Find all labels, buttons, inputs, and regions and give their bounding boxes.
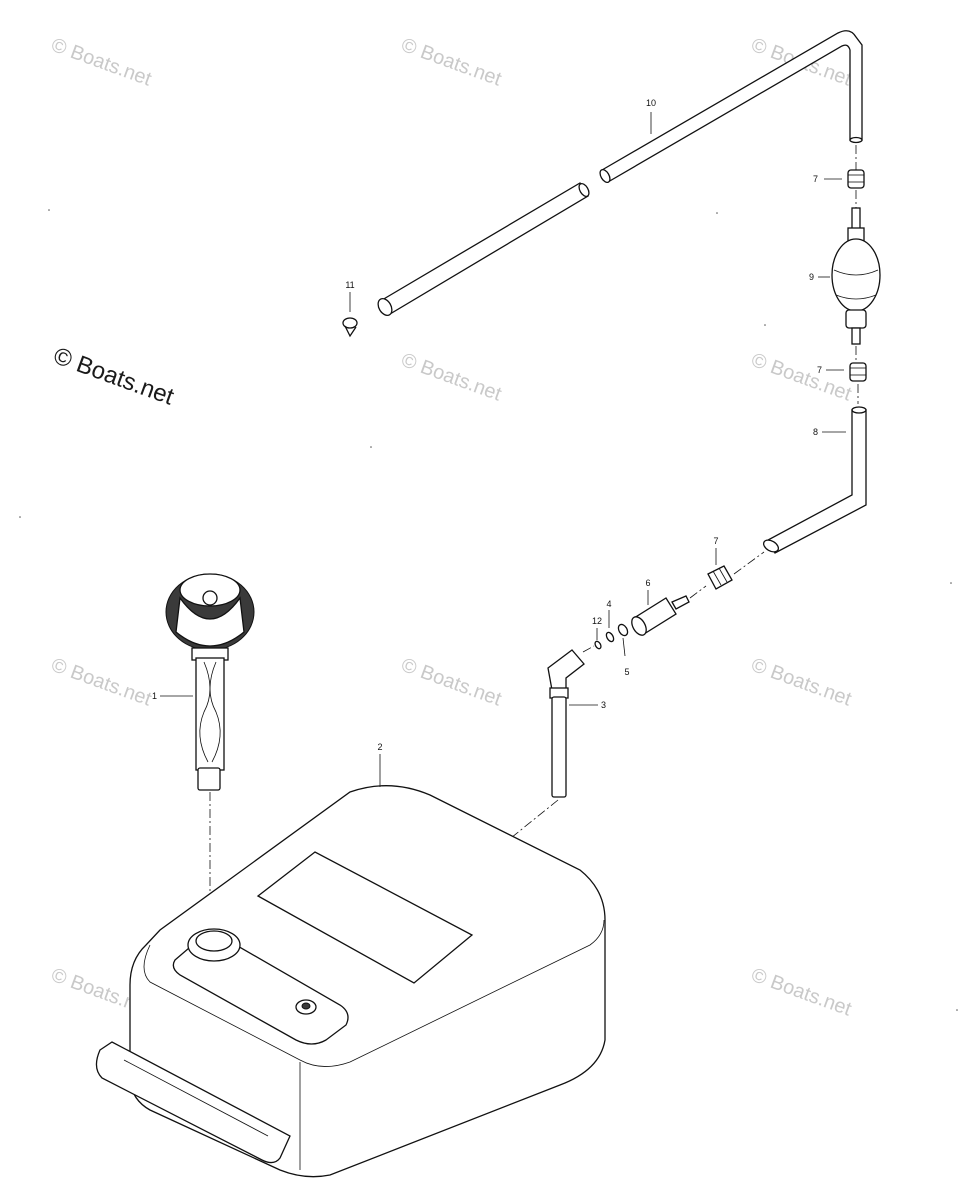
part-4-5-12-seals: [582, 610, 629, 657]
callout-3: 3: [601, 700, 606, 710]
part-7-fitting-top: [824, 169, 865, 208]
scan-specks: [19, 209, 958, 1011]
part-8-bent-hose: [762, 406, 867, 554]
watermark-tile: © Boats.net: [748, 964, 854, 1021]
part-7-fitting-lower: [707, 548, 765, 590]
part-6-connector: [631, 585, 707, 636]
watermark-tile: © Boats.net: [398, 654, 504, 711]
callout-1: 1: [152, 691, 157, 701]
callout-11: 11: [345, 280, 354, 290]
part-7-fitting-middle: [826, 362, 867, 404]
callout-10: 10: [646, 98, 656, 108]
callout-7-middle: 7: [817, 365, 822, 375]
part-2-fuel-tank: [95, 754, 606, 1178]
callout-4: 4: [606, 599, 611, 609]
part-10-fuel-hose: [377, 30, 863, 317]
callout-8: 8: [813, 427, 818, 437]
callout-6: 6: [645, 578, 650, 588]
callout-2: 2: [377, 742, 382, 752]
callout-7-lower: 7: [713, 536, 718, 546]
watermark-tile: © Boats.net: [398, 34, 504, 91]
callout-7-top: 7: [813, 174, 818, 184]
callout-9: 9: [809, 272, 814, 282]
callout-12: 12: [592, 616, 602, 626]
watermark-main: © Boats.net: [50, 342, 178, 410]
watermark-tile: © Boats.net: [398, 349, 504, 406]
watermark-tile: © Boats.net: [48, 654, 154, 711]
watermark-tile: © Boats.net: [748, 349, 854, 406]
part-1-fuel-gauge: [160, 573, 255, 930]
part-11-clamp: [342, 292, 358, 338]
callout-5: 5: [624, 667, 629, 677]
watermark-tile: © Boats.net: [748, 654, 854, 711]
watermark-tile: © Boats.net: [48, 34, 154, 91]
part-9-primer-bulb: [818, 207, 881, 362]
callout-labels: 1 2 3 4 5 6 7 7 7 8 9 10 11 12: [152, 98, 822, 752]
